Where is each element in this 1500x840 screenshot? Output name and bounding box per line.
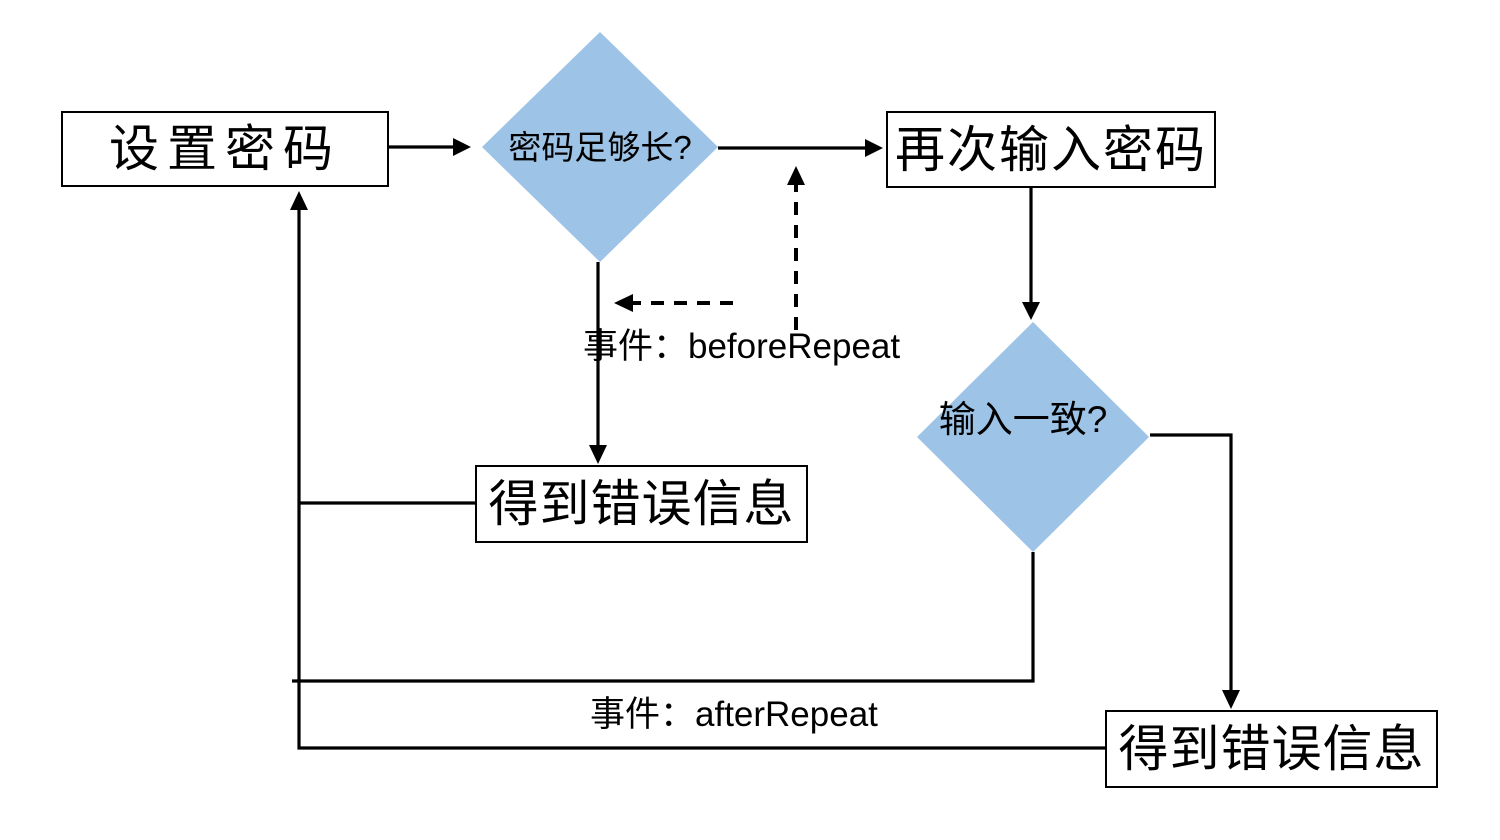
event-label-before-repeat: 事件：beforeRepeat — [583, 327, 901, 366]
arrowhead-into-error-middle — [589, 445, 607, 464]
node-error-message-middle: 得到错误信息 — [475, 465, 808, 543]
node-error-message-bottom-label: 得到错误信息 — [1118, 721, 1425, 777]
event-label-after-repeat: 事件：afterRepeat — [590, 695, 878, 734]
solid-arrowheads — [290, 138, 1240, 709]
arrowhead-into-length-check — [453, 138, 471, 156]
node-error-message-middle-label: 得到错误信息 — [488, 476, 795, 532]
node-reenter-password: 再次输入密码 — [886, 111, 1216, 188]
node-set-password: 设置密码 — [61, 111, 389, 187]
arrowhead-dashed-up — [787, 166, 805, 185]
decision-diamond-input-match — [917, 322, 1149, 552]
decision-password-length-label: 密码足够长? — [508, 129, 692, 166]
edge-error-bottom-riser-to-set — [297, 209, 1105, 750]
edge-input-match-to-riser — [292, 552, 1035, 683]
arrowhead-into-input-match — [1022, 302, 1040, 320]
arrowhead-into-set-password — [290, 191, 308, 210]
arrowhead-into-reenter — [865, 139, 883, 157]
arrowhead-dashed-left — [614, 294, 633, 312]
arrowhead-into-error-bottom — [1222, 690, 1240, 709]
decision-input-match-label: 输入一致? — [938, 399, 1108, 440]
solid-edges — [292, 145, 1233, 750]
node-set-password-label: 设置密码 — [109, 121, 341, 177]
edge-input-match-to-error-bottom — [1150, 433, 1233, 691]
dashed-edges — [633, 185, 798, 330]
decision-diamond-password-length — [482, 32, 718, 262]
node-reenter-password-label: 再次输入密码 — [895, 121, 1207, 178]
node-error-message-bottom: 得到错误信息 — [1105, 710, 1438, 788]
